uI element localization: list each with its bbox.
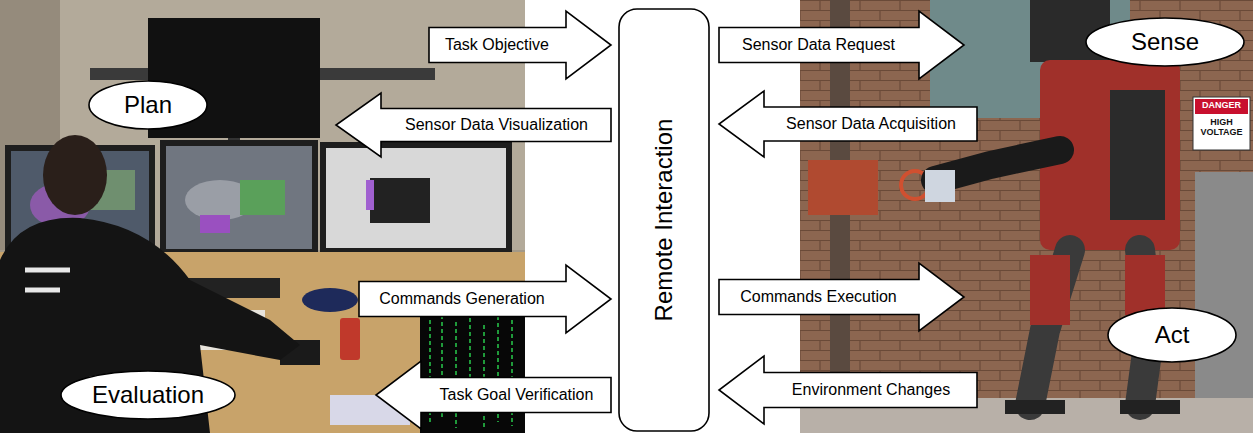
- electrical-panel: [1195, 172, 1253, 402]
- block-arrow: Sensor Data Acquisition: [718, 90, 978, 158]
- block-arrow-shape: [719, 91, 977, 157]
- block-arrow: Commands Execution: [718, 262, 965, 332]
- phase-label: Evaluation: [92, 381, 204, 409]
- block-arrow: Commands Generation: [358, 264, 612, 334]
- brick-wall: [800, 0, 1253, 433]
- warning-sign: [1193, 97, 1250, 150]
- headphones: [302, 288, 358, 312]
- block-arrow-shape: [359, 265, 611, 333]
- phase-oval: Sense: [1085, 17, 1245, 67]
- terminal-window: [370, 178, 430, 223]
- sign-text: HIGH VOLTAGE: [1195, 118, 1248, 138]
- rounded-box-shape: [619, 9, 709, 431]
- robot-thigh: [1030, 255, 1070, 325]
- block-arrow: Task Goal Verification: [375, 360, 612, 430]
- middle-monitor: [160, 140, 318, 255]
- phase-oval: Plan: [88, 80, 208, 130]
- arrow-label: Commands Execution: [740, 288, 897, 306]
- phase-label: Plan: [124, 91, 172, 119]
- arrow-label: Commands Generation: [379, 290, 544, 308]
- arrow-label: Sensor Data Request: [742, 36, 895, 54]
- valve-body: [808, 160, 878, 215]
- wall: [0, 0, 525, 433]
- block-arrow: Task Objective: [428, 10, 612, 80]
- block-arrow-shape: [719, 356, 977, 424]
- robot-foot: [1005, 400, 1065, 414]
- warning-band: [1195, 99, 1248, 114]
- screen-content: [200, 215, 230, 233]
- operator-photo: [0, 0, 525, 433]
- robot-panel: [1110, 90, 1165, 220]
- arrow-label: Sensor Data Visualization: [405, 116, 588, 134]
- oval-shape: [61, 371, 235, 419]
- right-screen: [326, 148, 506, 248]
- phase-oval: Act: [1107, 307, 1237, 363]
- oval-shape: [89, 81, 207, 129]
- laptop-screen: [420, 305, 525, 433]
- screen-content: [366, 180, 374, 210]
- screen-content: [240, 180, 285, 215]
- robot-leg: [1030, 250, 1070, 405]
- block-arrow-shape: [376, 361, 611, 429]
- block-arrow-shape: [429, 11, 611, 79]
- block-arrow: Environment Changes: [718, 355, 978, 425]
- sign-text: DANGER: [1195, 101, 1248, 111]
- interaction-label: Remote Interaction: [650, 119, 678, 322]
- middle-screen: [166, 146, 312, 249]
- block-arrow-shape: [719, 263, 964, 331]
- phase-oval: Evaluation: [60, 370, 236, 420]
- block-arrow: Sensor Data Request: [718, 10, 965, 80]
- robot-thigh: [1125, 255, 1165, 315]
- arrow-label: Environment Changes: [792, 381, 950, 399]
- robot-foot: [1120, 400, 1180, 414]
- interaction-box: Remote Interaction: [618, 8, 710, 432]
- oval-shape: [1108, 308, 1236, 362]
- arrow-label: Task Objective: [445, 36, 549, 54]
- soda-can: [340, 318, 360, 360]
- oval-shape: [1086, 18, 1244, 66]
- arrow-label: Task Goal Verification: [440, 386, 594, 404]
- block-arrow-shape: [336, 93, 611, 157]
- arrow-label: Sensor Data Acquisition: [786, 115, 956, 133]
- block-arrow-shape: [719, 11, 964, 79]
- robot-hand: [925, 170, 955, 202]
- phase-label: Sense: [1131, 28, 1199, 56]
- shirt-print: [25, 270, 70, 290]
- operator-body: [0, 218, 300, 433]
- operator-head: [43, 135, 107, 215]
- pipe: [830, 0, 850, 433]
- right-monitor: [320, 142, 512, 254]
- block-arrow: Sensor Data Visualization: [335, 92, 612, 158]
- robot-photo: [800, 0, 1253, 433]
- phase-label: Act: [1155, 321, 1190, 349]
